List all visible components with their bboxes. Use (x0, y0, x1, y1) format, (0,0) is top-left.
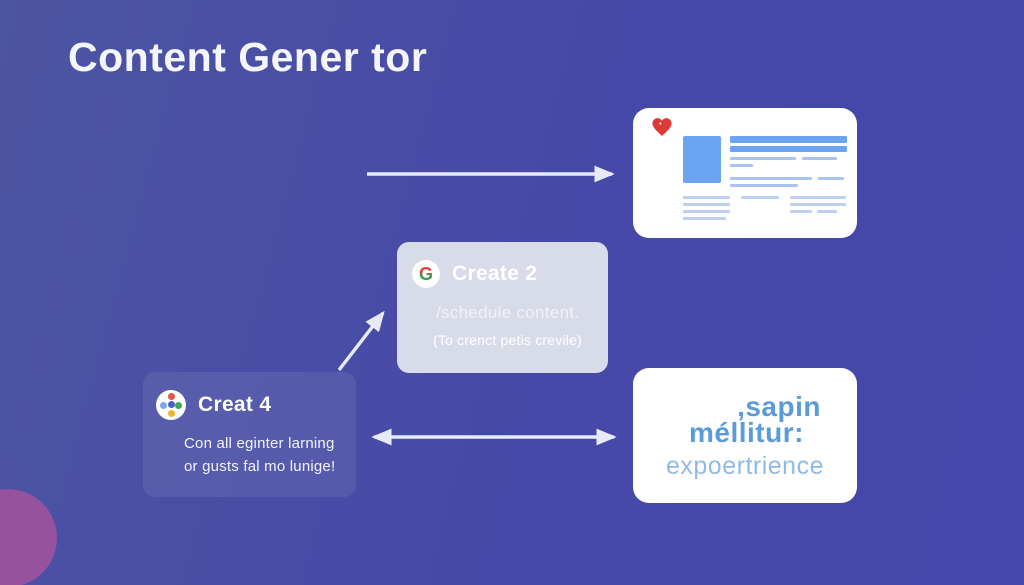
document-footer-skeleton (683, 196, 846, 220)
document-preview-card (633, 108, 857, 238)
quote-card: ,sapin méllitur: expoertrience (633, 368, 857, 503)
page-title: Content Gener tor (68, 34, 428, 80)
create2-card: G Create 2 /schedule content. (To crenct… (397, 242, 608, 373)
google-g-icon: G (412, 260, 440, 288)
creat4-body-line1: Con all eginter larning (184, 435, 335, 452)
creat4-body: Con all eginter larning or gusts fal mo … (184, 432, 335, 478)
quote-word3: expoertrience (666, 452, 824, 480)
dots-flower-icon (156, 390, 186, 420)
create2-subtitle: /schedule content. (436, 303, 580, 322)
corner-circle-decoration (0, 489, 57, 585)
create2-note: (To crenct petis crevile) (433, 332, 582, 348)
creat4-card: Creat 4 Con all eginter larning or gusts… (143, 372, 356, 497)
quote-word1: ,sapin (737, 391, 821, 422)
svg-text:G: G (419, 264, 433, 284)
document-image-placeholder (683, 136, 721, 183)
arrow-creat4-to-create2 (337, 310, 385, 372)
creat4-title: Creat 4 (198, 393, 272, 416)
quote-word2: méllitur: (689, 417, 804, 448)
creat4-body-line2: or gusts fal mo lunige! (184, 458, 336, 475)
heart-icon (652, 118, 672, 137)
create2-title: Create 2 (452, 262, 538, 285)
document-text-skeleton (730, 136, 847, 187)
